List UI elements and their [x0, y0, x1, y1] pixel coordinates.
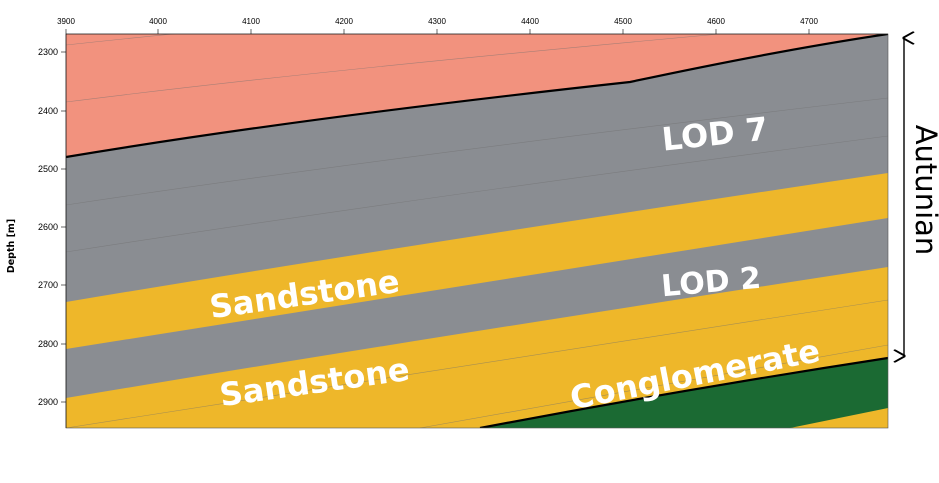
y-tick-label: 2300 — [38, 47, 58, 57]
autunian-label: Autunian — [909, 125, 939, 256]
lod2-label: LOD 2 — [660, 261, 762, 305]
x-tick-label: 4600 — [707, 17, 725, 26]
strata — [66, 34, 888, 428]
x-axis — [65, 29, 888, 35]
y-axis — [61, 34, 67, 428]
x-tick-label: 4300 — [428, 17, 446, 26]
basal-boundary-line — [479, 356, 888, 428]
bedding-lines — [66, 34, 888, 428]
x-tick-label: 4100 — [242, 17, 260, 26]
x-tick-labels: 3900 4000 4100 4200 4300 4400 4500 4600 … — [57, 17, 818, 26]
basal-green-layer — [480, 358, 888, 428]
x-tick-label: 4400 — [521, 17, 539, 26]
x-tick-label: 4700 — [800, 17, 818, 26]
sandstone-lower-layer — [66, 267, 888, 428]
y-tick-label: 2600 — [38, 222, 58, 232]
x-tick-label: 4200 — [335, 17, 353, 26]
basal-sandstone-wedge — [790, 408, 888, 428]
y-tick-label: 2700 — [38, 280, 58, 290]
top-boundary-line — [66, 34, 888, 159]
y-tick-label: 2900 — [38, 397, 58, 407]
y-axis-title: Depth [m] — [6, 219, 17, 273]
y-tick-label: 2400 — [38, 106, 58, 116]
x-tick-label: 4000 — [149, 17, 167, 26]
x-tick-label: 4500 — [614, 17, 632, 26]
x-tick-label: 3900 — [57, 17, 75, 26]
y-tick-labels: 2300 2400 2500 2600 2700 2800 2900 — [38, 47, 58, 407]
y-tick-label: 2800 — [38, 339, 58, 349]
y-tick-label: 2500 — [38, 164, 58, 174]
